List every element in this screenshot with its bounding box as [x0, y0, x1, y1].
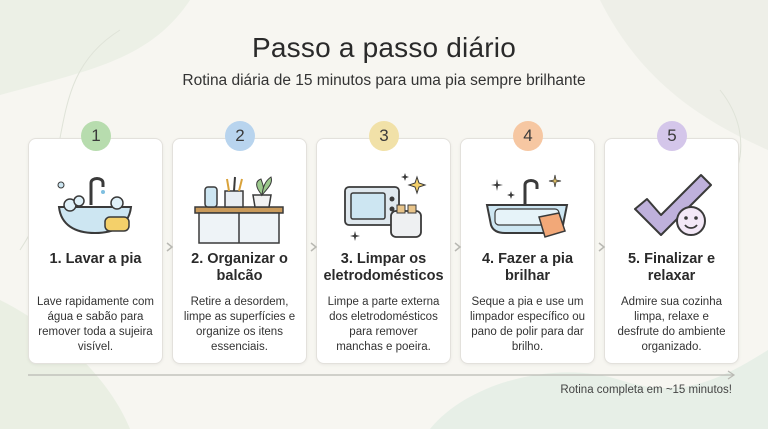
step-card-wash-sink: 1. Lavar a pia Lave rapidamente com água…	[28, 138, 163, 364]
step-title: 3. Limpar os eletrodomésticos	[323, 251, 444, 284]
step-number-badge: 4	[513, 121, 543, 151]
step-card-organize-counter: 2. Organizar o balcão Retire a desordem,…	[172, 138, 307, 364]
step-title: 2. Organizar o balcão	[191, 251, 288, 284]
step-number-badge: 3	[369, 121, 399, 151]
step-card-clean-appliances: 3. Limpar os eletrodomésticos Limpe a pa…	[316, 138, 451, 364]
chevron-right-icon	[598, 242, 606, 252]
step-card-finish-relax: 5. Finalizar e relaxar Admire sua cozinh…	[604, 138, 739, 364]
chevron-right-icon	[454, 242, 462, 252]
step-number-badge: 5	[657, 121, 687, 151]
footer-note: Rotina completa em ~15 minutos!	[560, 384, 732, 396]
step-title: 1. Lavar a pia	[49, 251, 142, 267]
appliances-icon	[333, 165, 433, 245]
checkmark-smile-icon	[621, 165, 721, 245]
chevron-right-icon	[166, 242, 174, 252]
step-title: 4. Fazer a pia brilhar	[481, 251, 574, 284]
step-number-badge: 1	[81, 121, 111, 151]
chevron-right-icon	[310, 242, 318, 252]
step-card-shine-sink: 4. Fazer a pia brilhar Seque a pia e use…	[460, 138, 595, 364]
step-description: Limpe a parte externa dos eletrodoméstic…	[327, 296, 440, 353]
step-description: Lave rapidamente com água e sabão para r…	[37, 296, 154, 353]
step-title: 5. Finalizar e relaxar	[627, 251, 716, 284]
shiny-sink-icon	[477, 165, 577, 245]
page-title: Passo a passo diário	[252, 32, 516, 63]
sink-wash-icon	[45, 165, 145, 245]
step-description: Seque a pia e use um limpador específico…	[469, 296, 586, 353]
step-description: Admire sua cozinha limpa, relaxe e desfr…	[617, 296, 726, 353]
step-number-badge: 2	[225, 121, 255, 151]
page-subtitle: Rotina diária de 15 minutos para uma pia…	[182, 72, 586, 89]
timeline-arrow	[28, 370, 736, 380]
step-description: Retire a desordem, limpe as superfícies …	[183, 296, 296, 353]
countertop-icon	[189, 165, 289, 245]
